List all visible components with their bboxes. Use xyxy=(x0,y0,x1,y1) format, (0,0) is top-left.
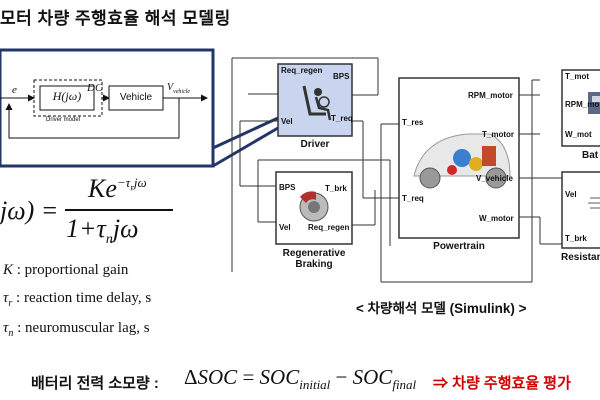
resistance-label: Resistan xyxy=(561,252,600,263)
driver-model-caption: Driver model xyxy=(46,117,81,123)
legend-proportional-gain: K : proportional gain xyxy=(3,262,129,278)
v-vehicle-label: Vvehicle xyxy=(167,82,191,95)
port-rpm-mo: RPM_mo xyxy=(565,100,600,109)
port-rpm-motor: RPM_motor xyxy=(468,91,513,100)
battery-consumption-label: 배터리 전력 소모량 : xyxy=(31,375,159,392)
port-res-vel: Vel xyxy=(565,190,577,199)
port-regen-req-regen: Req_regen xyxy=(308,223,350,232)
legend-neuromuscular-lag: τn : neuromuscular lag, s xyxy=(3,320,150,339)
port-req-regen: Req_regen xyxy=(281,66,323,75)
port-w-mot: W_mot xyxy=(565,130,592,139)
driver-callout-frame xyxy=(0,48,215,168)
callout-pointer-top xyxy=(212,116,279,150)
port-regen-bps: BPS xyxy=(279,183,296,192)
simulink-wiring xyxy=(231,57,562,283)
page-title: 모터 차량 주행효율 해석 모델링 xyxy=(0,9,231,28)
port-vel: Vel xyxy=(281,117,293,126)
vehicle-block xyxy=(108,85,164,111)
simulink-caption: < 차량해석 모델 (Simulink) > xyxy=(356,301,527,316)
port-t-req: T_req xyxy=(331,114,353,123)
dc-label: DC xyxy=(87,82,103,94)
resistance-block xyxy=(561,171,600,249)
port-t-mot: T_mot xyxy=(565,72,589,81)
road-load-icon xyxy=(588,197,600,209)
port-v-vehicle: V_vehicle xyxy=(476,174,513,183)
transfer-function-label: H(jω) xyxy=(52,89,82,103)
driver-seat-icon xyxy=(302,85,332,121)
equation-lhs: jω) = xyxy=(0,196,59,225)
efficiency-evaluation-text: ⇒ 차량 주행효율 평가 xyxy=(433,375,571,392)
port-res-t-brk: T_brk xyxy=(565,234,587,243)
vehicle-block-label: Vehicle xyxy=(119,92,153,103)
soc-equation: ΔSOC = SOCinitial − SOCfinal xyxy=(184,365,417,393)
port-regen-t-brk: T_brk xyxy=(325,184,347,193)
brake-disc-icon xyxy=(299,191,329,222)
transfer-block xyxy=(39,85,95,111)
car-chassis-icon xyxy=(413,133,511,189)
equation-denominator: 1+τnjω xyxy=(66,214,139,248)
driver-label: Driver xyxy=(300,139,330,150)
driver-block xyxy=(277,63,353,137)
port-bps: BPS xyxy=(333,72,350,81)
equation-numerator: Ke−τrjω xyxy=(88,174,147,203)
feedback-line xyxy=(5,98,180,139)
port-pt-t-req: T_req xyxy=(402,194,424,203)
port-w-motor: W_motor xyxy=(479,214,514,223)
callout-pointer-bottom xyxy=(212,126,279,168)
battery-pack-icon xyxy=(588,92,600,114)
legend-reaction-time: τr : reaction time delay, s xyxy=(3,290,152,309)
battery-label: Bat xyxy=(582,150,599,161)
port-regen-vel: Vel xyxy=(279,223,291,232)
input-e-label: e xyxy=(12,84,17,96)
port-t-res: T_res xyxy=(402,118,424,127)
powertrain-label: Powertrain xyxy=(433,241,485,252)
fraction-bar xyxy=(65,209,173,211)
port-t-motor: T_motor xyxy=(482,130,514,139)
